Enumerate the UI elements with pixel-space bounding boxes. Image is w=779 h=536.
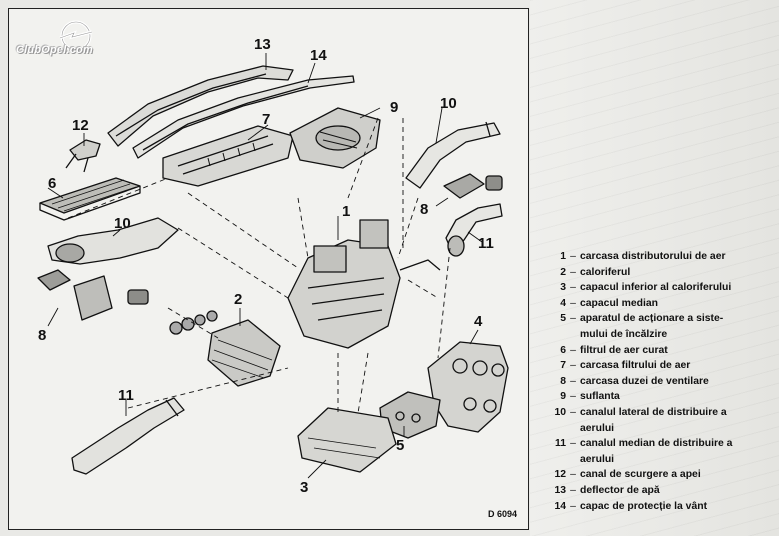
callout-3: 3: [300, 479, 308, 496]
legend-item: 7–carcasa filtrului de aer: [560, 360, 691, 372]
part-6-air-filter: [39, 177, 141, 221]
logo-text: ClubOpel.com: [16, 44, 93, 56]
part-11-median-duct-left: [71, 397, 185, 475]
callout-5: 5: [396, 437, 404, 454]
part-1-distributor-housing: [287, 219, 441, 349]
legend-item: 6–filtrul de aer curat: [560, 344, 668, 356]
legend-item: 3–capacul inferior al caloriferului: [560, 282, 732, 294]
part-2-heater-core: [169, 310, 281, 387]
part-14-windshield-cover: [132, 75, 355, 159]
part-3-lower-cover: [297, 407, 397, 473]
legend-item: 4–capacul median: [560, 297, 658, 309]
part-12-drain: [65, 139, 101, 173]
parts-legend: 1–carcasa distributorului de aer 2–calor…: [548, 249, 774, 514]
callout-7: 7: [262, 111, 270, 128]
callout-11-left: 11: [118, 387, 134, 404]
part-7-filter-housing: [162, 125, 294, 187]
part-8-vent-left: [37, 269, 149, 321]
callout-2: 2: [234, 291, 242, 308]
callout-8-right: 8: [420, 201, 428, 218]
part-13-water-deflector: [107, 65, 294, 147]
callout-10-right: 10: [440, 95, 457, 112]
background-margin: [530, 0, 779, 536]
part-8-vent-right: [443, 173, 503, 199]
callout-9: 9: [390, 99, 398, 116]
legend-item: 1–carcasa distributorului de aer: [560, 251, 726, 262]
callout-14: 14: [310, 47, 327, 64]
callout-4: 4: [474, 313, 483, 330]
legend-item: 11–canalul median de distribuire a aerul…: [555, 438, 733, 465]
callout-10-left: 10: [114, 215, 131, 232]
legend-item: 10–canalul lateral de distribuire a aeru…: [554, 406, 727, 434]
part-10-side-duct-right: [405, 121, 501, 189]
legend-item: 2–caloriferul: [560, 266, 631, 278]
part-10-side-duct-left: [47, 217, 179, 265]
legend-item: 12–canal de scurgere a apei: [554, 469, 701, 481]
callout-6: 6: [48, 175, 56, 192]
part-11-median-duct-right: [445, 203, 503, 257]
heater-exploded-diagram: 13 14 12 7 9 10 6 10 1 8 11 2 4 8 11 5 3…: [37, 36, 517, 519]
legend-item: 5–aparatul de acționare a siste- mului d…: [560, 313, 724, 340]
legend-item: 13–deflector de apă: [554, 484, 660, 496]
legend-item: 9–suflanta: [560, 391, 620, 403]
legend-item: 8–carcasa duzei de ventilare: [560, 375, 709, 387]
callout-8-left: 8: [38, 327, 46, 344]
callout-1: 1: [342, 203, 350, 220]
part-4-median-cover: [427, 341, 509, 433]
callout-11-right: 11: [478, 235, 494, 252]
legend-item: 14–capac de protecție la vânt: [554, 500, 708, 512]
drawing-code: D 6094: [488, 509, 517, 519]
opel-blitz-logo: [59, 20, 93, 52]
callout-12: 12: [72, 117, 89, 134]
callout-13: 13: [254, 36, 271, 53]
part-9-blower: [289, 107, 381, 169]
